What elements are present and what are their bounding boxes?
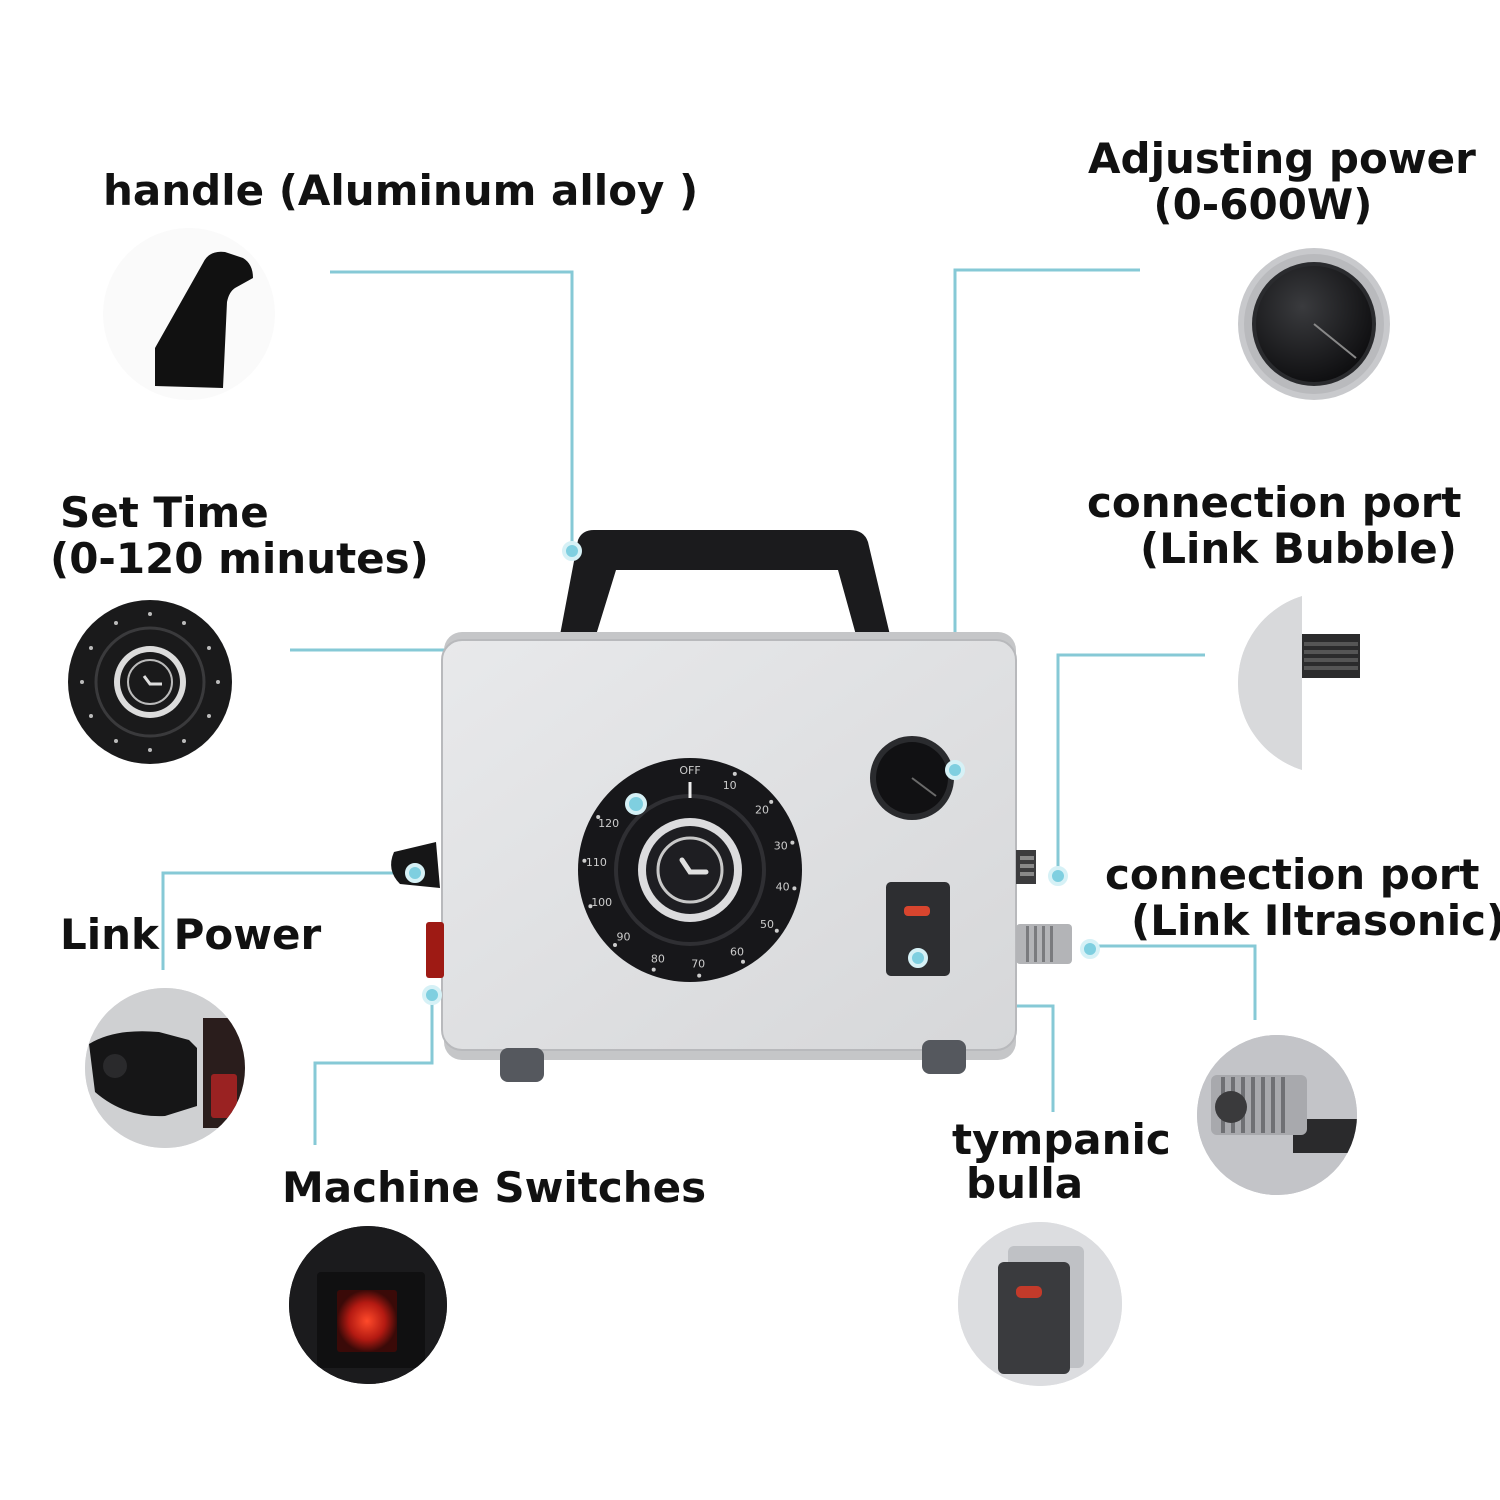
leader-adjusting-power [953, 268, 1140, 770]
dial-tick-label: 100 [591, 896, 612, 909]
machine-illustration: OFF 10 20 30 40 50 60 70 80 90 100 110 120 [391, 530, 1072, 1082]
dial-tick-label: 60 [730, 945, 744, 958]
label-bubble-port: connection port (Link Bubble) [1087, 478, 1462, 573]
leader-bubble-port [1056, 653, 1205, 875]
dial-tick-label: 110 [586, 856, 607, 869]
dial-tick-dot [774, 928, 779, 933]
dial-tick-dot [588, 904, 593, 909]
dial-tick-label: 50 [760, 918, 774, 931]
label-adjusting-power: Adjusting power (0-600W) [1088, 134, 1476, 229]
thumb-handle [103, 228, 275, 400]
dial-tick-label: 40 [776, 880, 790, 893]
label-set-time: Set Time (0-120 minutes) [50, 488, 429, 583]
thumb-power-knob [1238, 248, 1390, 400]
dial-tick-label: 70 [691, 958, 705, 971]
dial-tick-dot [582, 858, 587, 863]
dial-tick-label: 20 [755, 804, 769, 817]
dial-tick-label: 120 [598, 817, 619, 830]
thumb-tympanic-bulla [958, 1222, 1122, 1386]
dial-tick-label: 80 [651, 952, 665, 965]
label-tympanic-bulla: tympanic bulla [952, 1115, 1171, 1208]
clock-icon [679, 857, 709, 875]
dial-tick-dot [769, 799, 774, 804]
dial-tick-dot [613, 943, 617, 947]
dial-tick-dot [790, 840, 795, 845]
dial-tick-dot [697, 973, 702, 978]
leader-machine-switches [313, 993, 434, 1145]
leader-ultrasonic-port [1090, 944, 1257, 1020]
dial-tick-dot [596, 815, 601, 819]
thumb-power-socket [85, 988, 245, 1148]
thumb-timer-dial [68, 600, 232, 764]
bubble-port [1016, 850, 1036, 884]
timer-dial: OFF 10 20 30 40 50 60 70 80 90 100 110 120 [578, 758, 802, 982]
leader-link-power [161, 871, 415, 970]
thumb-bubble-port [1238, 592, 1420, 774]
dial-tick-dot [651, 967, 656, 972]
thumb-machine-switch [289, 1226, 447, 1384]
dial-tick-label: 90 [617, 931, 631, 944]
thumb-ultrasonic-port [1197, 1035, 1357, 1195]
machine-handle [560, 530, 890, 635]
power-knob [870, 736, 954, 820]
ultrasonic-port [1016, 924, 1072, 964]
svg-text:OFF: OFF [679, 764, 700, 777]
tympanic-bulla-indicator [886, 882, 950, 976]
dial-tick-dot [792, 886, 797, 891]
dial-tick-dot [732, 771, 737, 776]
label-link-power: Link Power [60, 910, 322, 959]
leader-handle [330, 270, 574, 548]
label-ultrasonic-port: connection port (Link Iltrasonic) [1105, 850, 1500, 945]
label-handle: handle (Aluminum alloy ) [103, 166, 699, 215]
dial-tick-dot [741, 959, 745, 964]
dial-tick-label: 30 [774, 840, 788, 853]
label-machine-switches: Machine Switches [282, 1163, 707, 1212]
dial-tick-label: 10 [723, 779, 737, 792]
